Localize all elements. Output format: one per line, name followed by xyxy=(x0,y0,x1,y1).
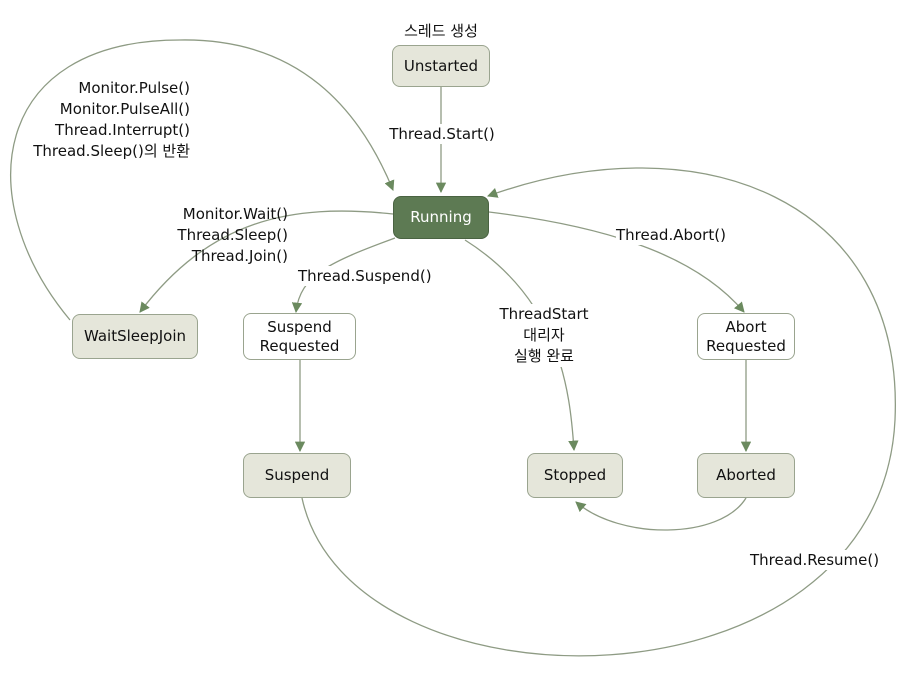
node-suspend-requested-label: Suspend Requested xyxy=(259,317,340,355)
label-wake-methods: Monitor.Pulse() Monitor.PulseAll() Threa… xyxy=(33,79,190,160)
node-unstarted: Unstarted xyxy=(392,45,490,87)
node-wait-sleep-join: WaitSleepJoin xyxy=(72,314,198,359)
node-abort-requested: Abort Requested xyxy=(697,313,795,360)
label-resume: Thread.Resume() xyxy=(750,550,880,570)
node-aborted: Aborted xyxy=(697,453,795,498)
edge-abort-call xyxy=(488,211,745,313)
label-thread-start: Thread.Start() xyxy=(382,124,502,144)
label-abort-call: Thread.Abort() xyxy=(616,225,726,245)
label-thread-create: 스레드 생성 xyxy=(404,22,478,40)
label-suspend-call: Thread.Suspend() xyxy=(298,266,432,286)
label-wait-methods: Monitor.Wait() Thread.Sleep() Thread.Joi… xyxy=(177,205,288,265)
edge-aborted-to-stopped xyxy=(575,497,747,531)
node-suspend: Suspend xyxy=(243,453,351,498)
label-delegate-done: ThreadStart 대리자 실행 완료 xyxy=(485,304,603,367)
edge-wait xyxy=(139,210,394,313)
edge-resume xyxy=(301,167,896,657)
node-suspend-label: Suspend xyxy=(264,466,330,484)
node-stopped-label: Stopped xyxy=(543,466,607,484)
node-stopped: Stopped xyxy=(527,453,623,498)
node-running-label: Running xyxy=(410,208,472,226)
node-abort-requested-label: Abort Requested xyxy=(706,317,786,355)
node-running: Running xyxy=(393,196,489,239)
edge-wake xyxy=(10,39,395,321)
node-wait-sleep-join-label: WaitSleepJoin xyxy=(83,327,187,345)
node-aborted-label: Aborted xyxy=(716,466,776,484)
node-suspend-requested: Suspend Requested xyxy=(243,313,356,360)
node-unstarted-label: Unstarted xyxy=(403,56,479,75)
